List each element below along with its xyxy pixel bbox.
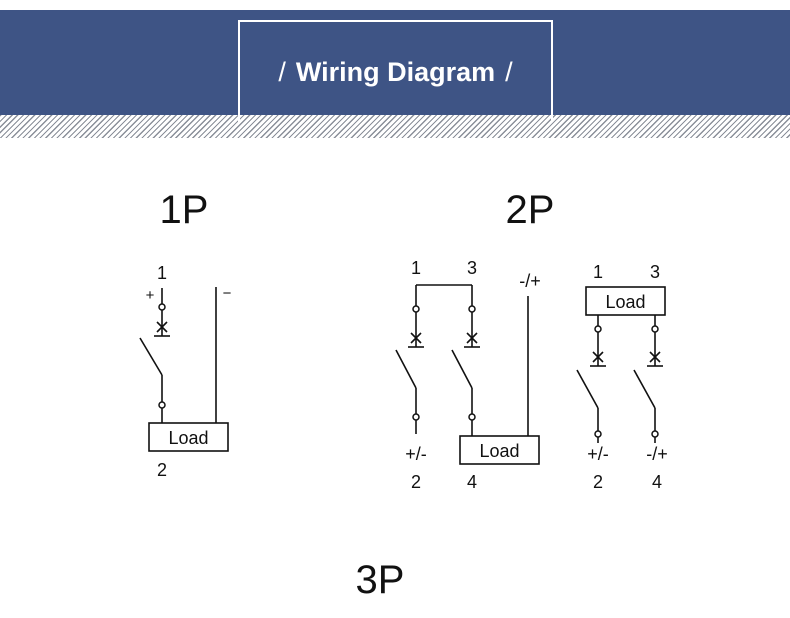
switch-left-blade <box>576 369 599 409</box>
terminal-left-top <box>412 305 420 313</box>
diagram-2p-b: 1 3 Load +/- <box>576 262 668 492</box>
sign-left-label: +/- <box>587 444 609 464</box>
terminal-1-label: 1 <box>593 262 603 282</box>
header-stripe <box>0 115 790 138</box>
terminal-left-top <box>594 325 602 333</box>
page-title: / Wiring Diagram / <box>238 52 553 92</box>
terminal-1-label: 1 <box>157 263 167 283</box>
plus-sign: + <box>146 287 155 304</box>
sign-right-label: -/+ <box>646 444 668 464</box>
terminal-left-bottom <box>412 413 420 421</box>
terminal-right-top <box>468 305 476 313</box>
terminal-left-bottom <box>594 430 602 438</box>
terminal-right-bottom <box>468 413 476 421</box>
heading-2p: 2P <box>506 188 555 232</box>
breaker-right-cross-b <box>649 351 661 363</box>
terminal-right-top <box>651 325 659 333</box>
load-label: Load <box>605 292 645 312</box>
supply-label: -/+ <box>519 271 541 291</box>
terminal-top <box>158 303 166 311</box>
header-banner <box>0 10 790 115</box>
load-label: Load <box>479 441 519 461</box>
terminal-right-bottom <box>651 430 659 438</box>
switch-left-blade <box>395 349 417 389</box>
terminal-3-label: 3 <box>650 262 660 282</box>
load-box <box>585 286 666 316</box>
breaker-right-cross-b <box>466 332 478 344</box>
sign-label: +/- <box>405 444 427 464</box>
title-frame <box>238 20 553 122</box>
title-slash-left: / <box>278 57 286 87</box>
breaker-cross-b <box>156 321 168 333</box>
breaker-left-cross-b <box>410 332 422 344</box>
terminal-1-label: 1 <box>411 258 421 278</box>
minus-sign: − <box>223 285 232 302</box>
terminal-4-label: 4 <box>467 472 477 492</box>
breaker-left-cross-b <box>592 351 604 363</box>
terminal-bottom <box>158 401 166 409</box>
title-label: Wiring Diagram <box>295 57 496 87</box>
heading-1p: 1P <box>160 188 209 232</box>
switch-right-blade <box>451 349 473 389</box>
title-slash-right: / <box>505 57 513 87</box>
load-box <box>148 422 229 452</box>
switch-right-blade <box>633 369 656 409</box>
diagram-1p: 1P 1 + − Load 2 <box>139 188 232 480</box>
terminal-3-label: 3 <box>467 258 477 278</box>
load-label: Load <box>168 428 208 448</box>
diagram-2p-a: 2P 1 3 -/+ <box>395 188 555 492</box>
terminal-4-label: 4 <box>652 472 662 492</box>
heading-3p: 3P <box>356 558 405 602</box>
load-box <box>459 435 540 465</box>
terminal-2-label: 2 <box>593 472 603 492</box>
switch-blade <box>139 337 163 376</box>
terminal-2-label: 2 <box>157 460 167 480</box>
terminal-2-label: 2 <box>411 472 421 492</box>
